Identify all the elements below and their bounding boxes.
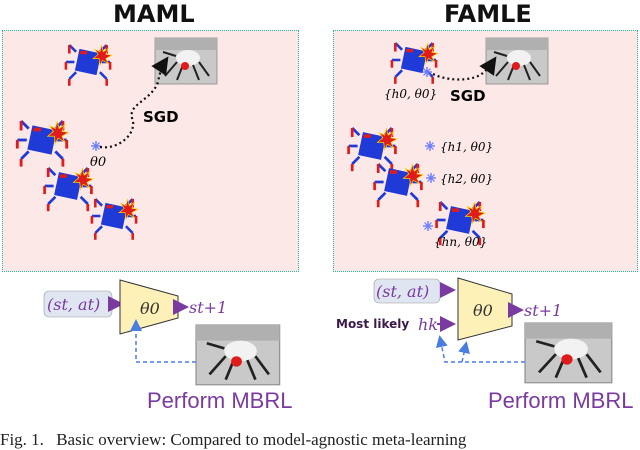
maml-theta-label: θ0 [90,155,106,170]
selector-symbol: hk [418,315,438,334]
robot-photo-icon [194,323,282,387]
robot-photo-icon [523,321,614,385]
famle-title: FAMLE [444,0,532,28]
hexapod-robot-icon [90,197,140,242]
embedding-label-n: {hn, θ0} [434,235,487,249]
maml-title: MAML [113,0,195,28]
maml-feedback-arrow [130,319,196,363]
famle-output-label: st+1 [524,301,562,320]
robot-photo-icon [485,37,549,85]
hexapod-robot-icon [43,166,95,213]
sparkle-icon [421,66,433,78]
famle-feedback-arrow [435,335,525,363]
caption-text: Basic overview: Compared to model-agnost… [56,430,467,449]
hexapod-robot-icon [390,41,440,86]
caption-fig-number: Fig. 1. [0,430,44,449]
maml-output-label: st+1 [189,298,227,317]
hexapod-robot-icon [64,43,114,88]
hexapod-robot-icon [373,162,425,209]
selector-label: Most likely [336,317,409,331]
robot-photo-icon [154,37,218,85]
hexapod-robot-icon [15,119,71,169]
maml-perform-label: Perform MBRL [147,388,293,413]
maml-sgd-label: SGD [143,108,179,126]
sparkle-icon [425,172,437,184]
famle-model-block [457,277,513,341]
figure-caption: Fig. 1. Basic overview: Compared to mode… [0,430,640,450]
sparkle-icon [422,220,434,232]
hexapod-robot-icon [347,126,399,173]
famle-sgd-path [432,56,497,81]
sparkle-icon [424,140,436,152]
embedding-label-2: {h2, θ0} [440,172,493,186]
famle-model-param: θ0 [473,301,493,320]
maml-input-label: (st, at) [47,295,100,314]
famle-sgd-label: SGD [450,87,486,105]
sparkle-icon [90,140,102,152]
embedding-label-0: {h0, θ0} [384,87,437,101]
embedding-label-1: {h1, θ0} [440,140,493,154]
sgd-path [99,56,169,149]
famle-perform-label: Perform MBRL [488,388,634,413]
famle-input-label: (st, at) [376,282,429,301]
maml-model-param: θ0 [140,299,160,318]
